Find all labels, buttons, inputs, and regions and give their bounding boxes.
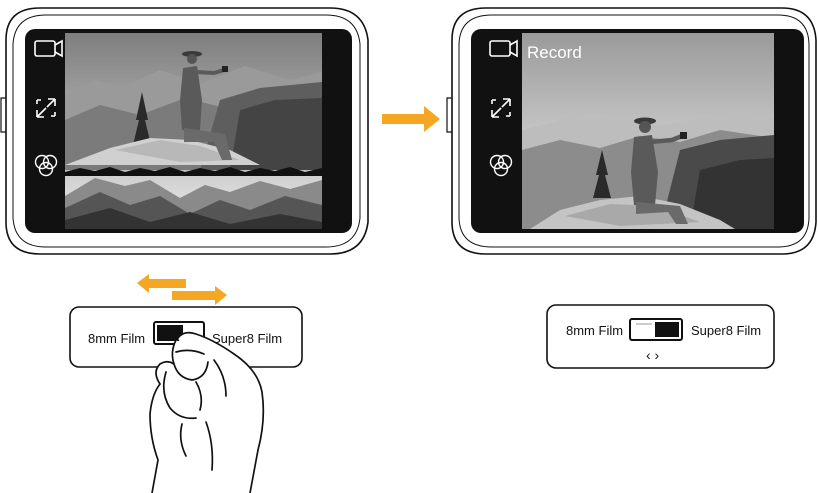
transition-arrow	[382, 106, 440, 132]
direction-hint-icon: ‹ ›	[646, 347, 660, 363]
right-preview-image	[522, 33, 774, 229]
left-switch-label-super8: Super8 Film	[212, 331, 282, 346]
right-switch-panel: 8mm Film Super8 Film ‹ ›	[547, 305, 774, 368]
left-switch-label-8mm: 8mm Film	[88, 331, 145, 346]
right-film-toggle[interactable]	[630, 319, 682, 340]
left-preview-image	[65, 33, 322, 229]
right-switch-label-super8: Super8 Film	[691, 323, 761, 338]
left-device	[1, 8, 368, 254]
record-status-label: Record	[527, 43, 582, 62]
right-device: Record	[447, 8, 816, 254]
right-switch-label-8mm: 8mm Film	[566, 323, 623, 338]
swipe-arrows	[137, 274, 227, 305]
